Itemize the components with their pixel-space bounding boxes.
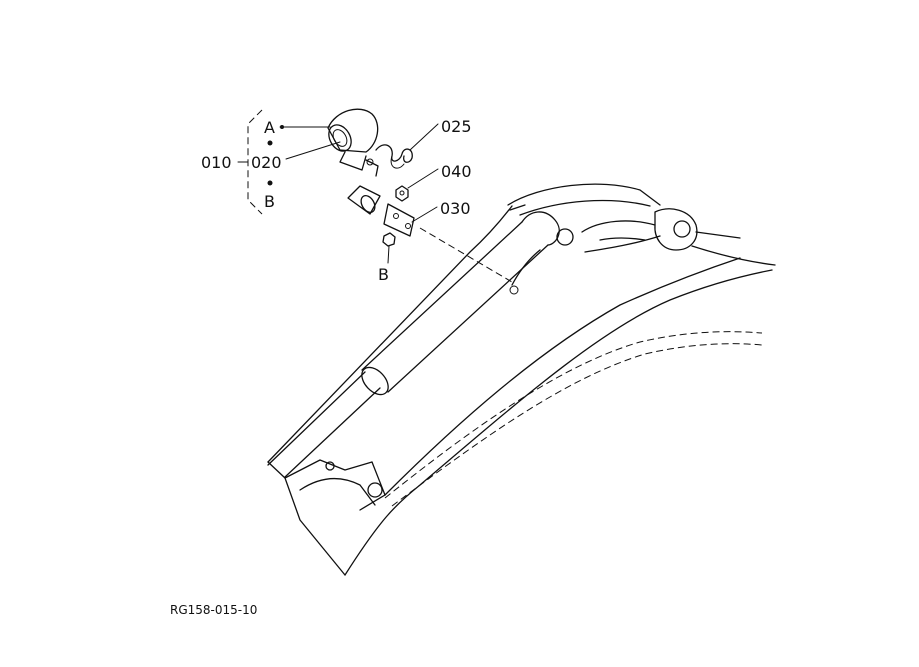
- hydraulic-cylinder: [267, 204, 574, 478]
- leader-lines: [237, 109, 439, 264]
- boom-arm: [267, 183, 776, 576]
- mounting-bracket: [347, 185, 381, 215]
- label-variant-b: B: [264, 192, 275, 211]
- work-light-housing: [327, 108, 379, 153]
- drawing-code: RG158-015-10: [170, 603, 257, 617]
- label-variant-a: A: [264, 118, 275, 137]
- wire-harness: [375, 144, 413, 163]
- mounting-leader-line: [419, 227, 513, 283]
- label-part-010: 010: [201, 153, 232, 172]
- work-light-assembly: [327, 108, 415, 247]
- label-part-030: 030: [440, 199, 471, 218]
- nut: [395, 185, 409, 202]
- label-part-025: 025: [441, 117, 472, 136]
- label-ref-b: B: [378, 265, 389, 284]
- label-part-040: 040: [441, 162, 472, 181]
- label-part-020: 020: [251, 153, 282, 172]
